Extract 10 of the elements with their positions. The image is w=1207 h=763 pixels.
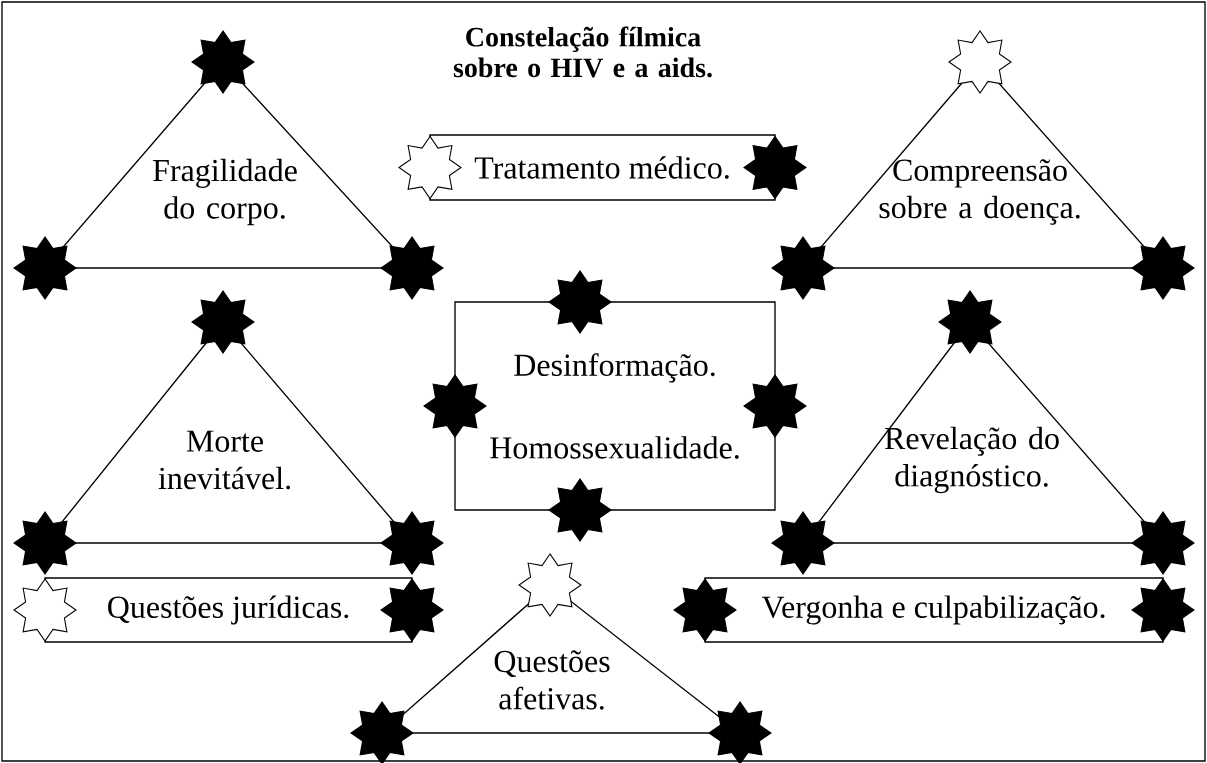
band-box: Questões jurídicas. (44, 577, 413, 643)
node-text: Fragilidade do corpo. (153, 158, 297, 226)
text-box: Desinformação. Homossexualidade. (454, 301, 776, 511)
band-box: Vergonha e culpabilização. (704, 577, 1164, 643)
band-box: Tratamento médico. (429, 134, 776, 201)
node-text: Morte inevitável. (158, 430, 290, 490)
node-text: Compreensão sobre a doença. (879, 159, 1080, 225)
node-text: Questões afetivas. (494, 650, 610, 710)
node-text: Revelação do diagnóstico. (884, 426, 1059, 494)
title: Constelação fílmica sobre o HIV e a aids. (453, 26, 712, 78)
